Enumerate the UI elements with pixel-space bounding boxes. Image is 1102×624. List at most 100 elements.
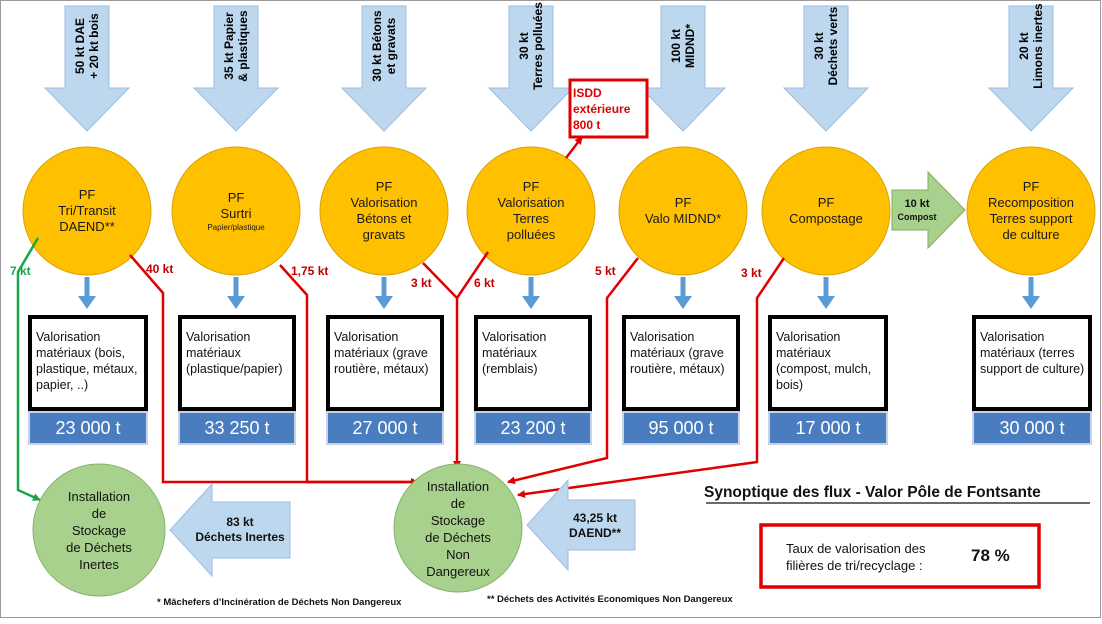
- flow-label-3kt-b: 3 kt: [741, 266, 762, 280]
- valorisation-box: [768, 315, 888, 411]
- input-arrow-label-line1: 30 kt Bétons: [370, 10, 384, 82]
- platform-circle: [171, 146, 301, 276]
- platform-label-line: de culture: [1002, 227, 1060, 242]
- input-arrow: [340, 5, 428, 132]
- isdd-box: [568, 78, 649, 139]
- input-arrow-label-line1: 100 kt: [669, 28, 683, 64]
- isdd-line3: 800 t: [573, 118, 601, 132]
- input-arrow-label-line2: & plastiques: [236, 10, 250, 82]
- platform-circle: [966, 146, 1096, 276]
- inertes-input-label: 83 kt Déchets Inertes: [190, 512, 290, 548]
- platform-label-line: Terres support: [989, 211, 1073, 226]
- valorisation-box: [622, 315, 740, 411]
- input-arrow-label-line2: Terres polluées: [531, 2, 545, 90]
- rate-label: Taux de valorisation des filières de tri…: [786, 540, 925, 574]
- flow-red-1-75kt: [279, 264, 420, 484]
- input-arrow: [987, 5, 1075, 132]
- platform-label-line: PF: [375, 179, 393, 194]
- down-arrow-icon: [522, 277, 540, 309]
- valorisation-text: Valorisation matériaux (terres support d…: [980, 330, 1085, 376]
- isdnd-circle: [393, 463, 523, 593]
- daend-input-label: 43,25 kt DAEND**: [560, 508, 630, 544]
- compost-name: Compost: [897, 212, 937, 222]
- input-arrow-label-line1: 35 kt Papier: [222, 12, 236, 80]
- isdnd-line4: de Déchets: [425, 530, 491, 545]
- tonnage-value: 30 000 t: [972, 411, 1092, 445]
- flow-red-6kt: [455, 251, 490, 299]
- inertes-amount: 83 kt: [226, 515, 254, 529]
- inertes-name: Déchets Inertes: [195, 530, 285, 544]
- down-arrow-icon: [817, 277, 835, 309]
- platform-label-line: Valorisation: [350, 195, 418, 210]
- valorisation-text: Valorisation matériaux (bois, plastique,…: [36, 330, 138, 392]
- tonnage-value: 23 200 t: [474, 411, 592, 445]
- isdd-label: ISDD extérieure 800 t: [573, 84, 633, 134]
- input-arrow-label-line2: + 20 kt bois: [87, 13, 101, 79]
- flow-red-40kt: [129, 254, 419, 486]
- isdi-line5: Inertes: [79, 556, 119, 572]
- platform-label-line: PF: [227, 189, 245, 205]
- input-arrow-label-line2: Limons inertes: [1031, 3, 1045, 89]
- valorisation-box: [178, 315, 296, 411]
- tonnage-value: 95 000 t: [622, 411, 740, 445]
- compost-arrow: [891, 170, 966, 250]
- flow-red-isdd: [565, 136, 583, 159]
- platform-label-line: PF: [522, 179, 540, 194]
- isdnd-line6: Dangereux: [426, 564, 490, 579]
- daend-amount: 43,25 kt: [572, 511, 618, 525]
- input-arrow: [192, 5, 280, 132]
- down-arrow-icon: [1022, 277, 1040, 309]
- down-arrow-icon: [674, 277, 692, 309]
- rate-label-line2: filières de tri/recyclage :: [786, 558, 923, 573]
- diagram-title: Synoptique des flux - Valor Pôle de Font…: [704, 484, 1041, 501]
- valorisation-box: [326, 315, 444, 411]
- down-arrow-icon: [227, 277, 245, 309]
- valorisation-text: Valorisation matériaux (remblais): [482, 330, 547, 376]
- compost-amount: 10 kt: [904, 198, 930, 210]
- input-arrow: [782, 5, 870, 132]
- input-arrow-label-line1: 30 kt: [517, 32, 531, 60]
- valorisation-box: [28, 315, 148, 411]
- flow-label-1-75kt: 1,75 kt: [291, 264, 329, 278]
- platform-label-line: gravats: [362, 227, 406, 242]
- isdnd-label: Installation de Stockage de Déchets Non …: [398, 470, 518, 588]
- platform-label-sub: Papier/plastique: [207, 222, 265, 232]
- rate-value: 78 %: [971, 546, 1010, 565]
- input-arrow-label-line1: 30 kt: [812, 32, 826, 60]
- input-arrow-label: 50 kt DAE+ 20 kt bois: [73, 0, 101, 96]
- isdnd-line5: Non: [446, 547, 470, 562]
- isdd-line1: ISDD: [573, 86, 602, 100]
- input-arrow: [43, 5, 131, 132]
- valorisation-text: Valorisation matériaux (grave routière, …: [630, 330, 725, 376]
- valorisation-text: Valorisation matériaux (plastique/papier…: [186, 330, 283, 376]
- input-arrow-label-line2: Déchets verts: [826, 6, 840, 86]
- isdi-line1: Installation: [67, 488, 131, 504]
- valorisation-text: Valorisation matériaux (grave routière, …: [334, 330, 429, 376]
- flow-red-3kt-b: [517, 257, 786, 499]
- tonnage-value: 23 000 t: [28, 411, 148, 445]
- arrow-daend: [526, 478, 636, 572]
- flow-label-7kt: 7 kt: [10, 264, 31, 278]
- platform-circle: [466, 146, 596, 276]
- arrow-inertes: [169, 482, 291, 578]
- isdnd-line1: Installation: [426, 479, 490, 494]
- isdi-line4: de Déchets: [66, 539, 132, 555]
- footnote-midnd: * Mâchefers d’Incinération de Déchets No…: [157, 597, 402, 608]
- flow-red-5kt: [507, 257, 639, 485]
- platform-circle: [618, 146, 748, 276]
- isdnd-line2: de: [450, 496, 466, 511]
- isdi-line2: de: [91, 505, 107, 521]
- isdnd-line3: Stockage: [430, 513, 486, 528]
- platform-label-line: polluées: [506, 227, 556, 242]
- tonnage-value: 33 250 t: [178, 411, 296, 445]
